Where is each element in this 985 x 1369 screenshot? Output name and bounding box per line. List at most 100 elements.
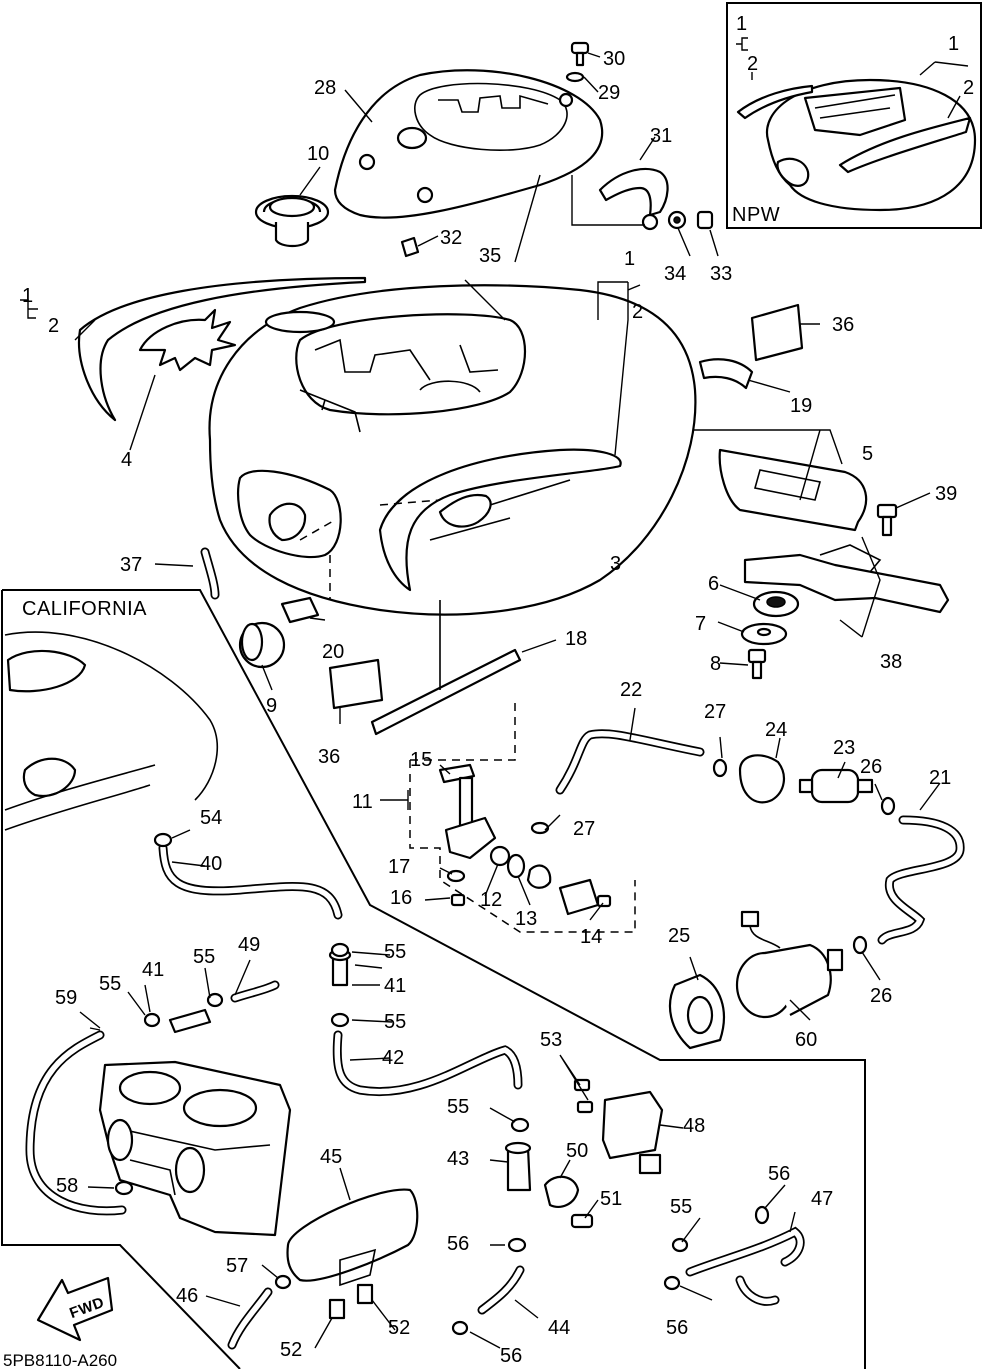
clip-50: [543, 1175, 594, 1229]
callout-5: 5: [862, 443, 873, 465]
mount-hardware: [740, 590, 800, 680]
callout-numbers: 1 1 2 2 30 29 31 28 10 32 34 33 35 1 2 4…: [3, 13, 974, 1369]
callout-38: 38: [880, 651, 902, 673]
callout-10: 10: [307, 143, 329, 165]
callout-57: 57: [226, 1255, 248, 1277]
callout-43: 43: [447, 1148, 469, 1170]
bracket-assembly: [718, 448, 950, 614]
california-label: CALIFORNIA: [22, 598, 147, 620]
callout-1-npw: 1: [948, 33, 959, 55]
tank-top-cover: [333, 69, 604, 219]
callout-52-b: 52: [280, 1339, 302, 1361]
callout-59: 59: [55, 987, 77, 1009]
callout-50: 50: [566, 1140, 588, 1162]
callout-26-b: 26: [870, 985, 892, 1007]
callout-33: 33: [710, 263, 732, 285]
callout-24: 24: [765, 719, 787, 741]
callout-46: 46: [176, 1285, 198, 1307]
ca-fittings: [168, 948, 532, 1192]
pad-19: [698, 358, 754, 390]
callout-44: 44: [548, 1317, 570, 1339]
callout-21: 21: [929, 767, 951, 789]
callout-6: 6: [708, 573, 719, 595]
fuel-filter-23: [798, 768, 874, 804]
callout-56-b: 56: [447, 1233, 469, 1255]
callout-28: 28: [314, 77, 336, 99]
callout-37: 37: [120, 554, 142, 576]
callout-54: 54: [200, 807, 222, 829]
callout-11: 11: [352, 791, 373, 813]
npw-label: NPW: [732, 204, 780, 226]
callout-7: 7: [695, 613, 706, 635]
clip-32: [400, 236, 420, 258]
diagram-code: 5PB8110-A260: [3, 1351, 117, 1369]
callout-23: 23: [833, 737, 855, 759]
canister-45: [286, 1188, 419, 1320]
ca-clamps: [114, 832, 770, 1336]
fuel-cap: [254, 194, 330, 248]
bracket-31: [598, 168, 714, 231]
callout-2-right: 2: [632, 301, 643, 323]
bracket-24: [738, 754, 786, 804]
callout-45: 45: [320, 1146, 342, 1168]
callout-1-left: 1: [22, 285, 33, 307]
callout-49: 49: [238, 934, 260, 956]
callout-1-npw-b: 1: [736, 13, 747, 35]
fwd-arrow: FWD: [36, 1276, 114, 1342]
fuel-tank: [208, 284, 697, 616]
callout-41-a: 41: [142, 959, 164, 981]
callout-36-upper: 36: [832, 314, 854, 336]
california-inset: CALIFORNIA: [1, 589, 866, 1369]
callout-35: 35: [479, 245, 501, 267]
clamps-26-27: [530, 758, 896, 955]
npw-inset: NPW: [726, 2, 982, 229]
callout-16: 16: [390, 887, 412, 909]
callout-51: 51: [600, 1188, 622, 1210]
callout-55-a: 55: [193, 946, 215, 968]
callout-55-f: 55: [670, 1196, 692, 1218]
callout-31: 31: [650, 125, 672, 147]
fuel-line-22: [555, 729, 965, 945]
callout-13: 13: [515, 908, 537, 930]
solenoid-48: [573, 1078, 664, 1175]
callout-2-npw-a: 2: [747, 53, 758, 75]
label-plate-36-upper: [750, 303, 804, 362]
callout-55-e: 55: [447, 1096, 469, 1118]
callout-42: 42: [382, 1047, 404, 1069]
callout-22: 22: [620, 679, 642, 701]
bracket-25: [668, 973, 725, 1050]
fuel-pump-60: [735, 910, 844, 1019]
callout-60: 60: [795, 1029, 817, 1051]
callout-55-b: 55: [99, 973, 121, 995]
ca-hoses: [25, 843, 805, 1350]
misc-small-parts: [238, 596, 522, 736]
callout-27-b: 27: [573, 818, 595, 840]
callout-17: 17: [388, 856, 410, 878]
callout-55-c: 55: [384, 941, 406, 963]
callout-20: 20: [322, 641, 344, 663]
callout-15: 15: [410, 749, 432, 771]
callout-12: 12: [480, 889, 502, 911]
callout-2-npw-b: 2: [963, 77, 974, 99]
callout-40: 40: [200, 853, 222, 875]
callout-56-c: 56: [666, 1317, 688, 1339]
callout-55-d: 55: [384, 1011, 406, 1033]
callout-25: 25: [668, 925, 690, 947]
callout-32: 32: [440, 227, 462, 249]
callout-27-a: 27: [704, 701, 726, 723]
callout-48: 48: [683, 1115, 705, 1137]
callout-36-lower: 36: [318, 746, 340, 768]
callout-19: 19: [790, 395, 812, 417]
callout-29: 29: [598, 82, 620, 104]
callout-58: 58: [56, 1175, 78, 1197]
tank-emblem-left: [78, 276, 367, 422]
callout-2-left: 2: [48, 315, 59, 337]
callout-53: 53: [540, 1029, 562, 1051]
callout-9: 9: [266, 695, 277, 717]
fuel-cock-assembly: [409, 700, 636, 933]
leader-lines: [20, 52, 941, 1349]
callout-14: 14: [580, 926, 602, 948]
callout-34: 34: [664, 263, 686, 285]
carburetor: [98, 1060, 292, 1237]
